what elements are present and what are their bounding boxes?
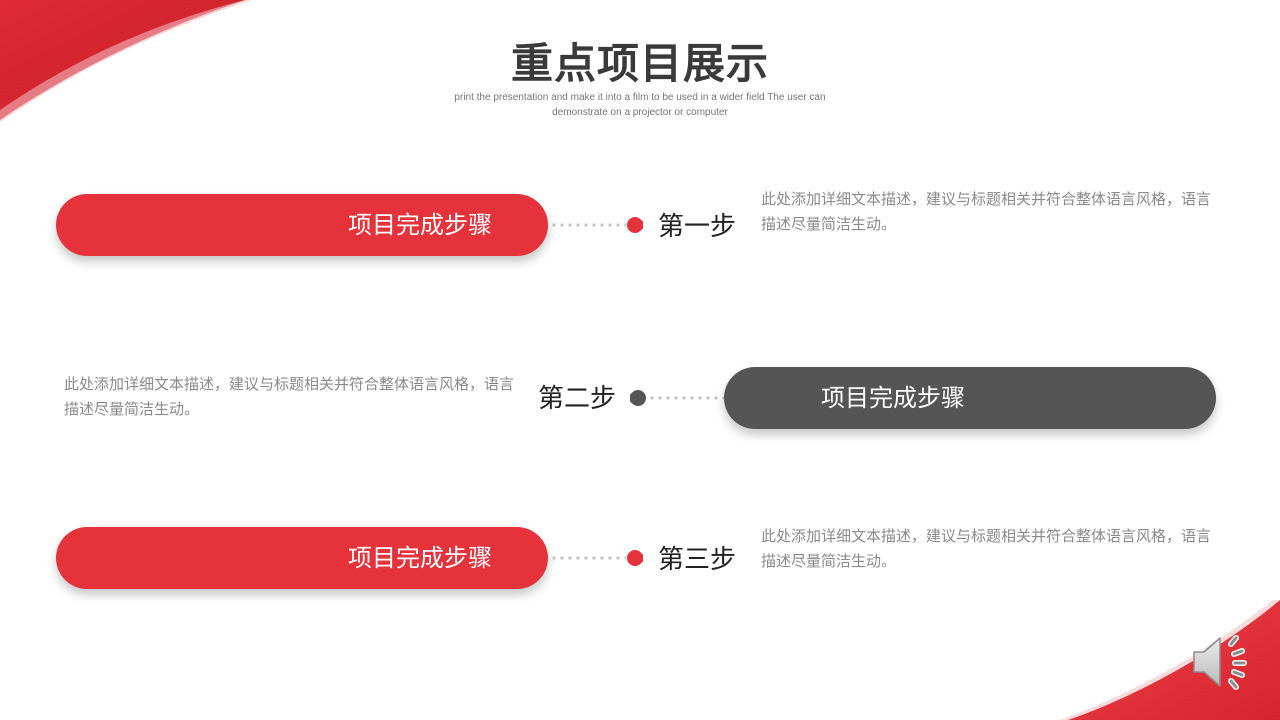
step-3-pill: 项目完成步骤 (56, 527, 548, 589)
step-3-connector (550, 556, 626, 560)
step-2-marker-icon (630, 390, 646, 406)
step-2-description: 此处添加详细文本描述，建议与标题相关并符合整体语言风格，语言描述尽量简洁生动。 (64, 375, 515, 418)
step-1-description: 此处添加详细文本描述，建议与标题相关并符合整体语言风格，语言描述尽量简洁生动。 (761, 190, 1212, 233)
step-1-pill: 项目完成步骤 (56, 194, 548, 256)
step-3-label: 第三步 (658, 545, 737, 575)
step-3-description: 此处添加详细文本描述，建议与标题相关并符合整体语言风格，语言描述尽量简洁生动。 (761, 527, 1212, 570)
step-2-connector (648, 396, 724, 400)
page-subtitle: print the presentation and make it into … (454, 92, 826, 118)
speaker-icon[interactable] (1190, 630, 1256, 694)
step-1-marker-icon (627, 217, 643, 233)
step-1-connector (550, 223, 626, 227)
step-2-pill: 项目完成步骤 (724, 367, 1216, 429)
step-2-label: 第二步 (538, 384, 617, 414)
top-left-corner-decoration (0, 0, 252, 122)
bottom-right-corner-decoration (1060, 600, 1280, 720)
step-3-marker-icon (627, 550, 643, 566)
page-title: 重点项目展示 (510, 39, 769, 88)
step-1-label: 第一步 (658, 212, 737, 242)
